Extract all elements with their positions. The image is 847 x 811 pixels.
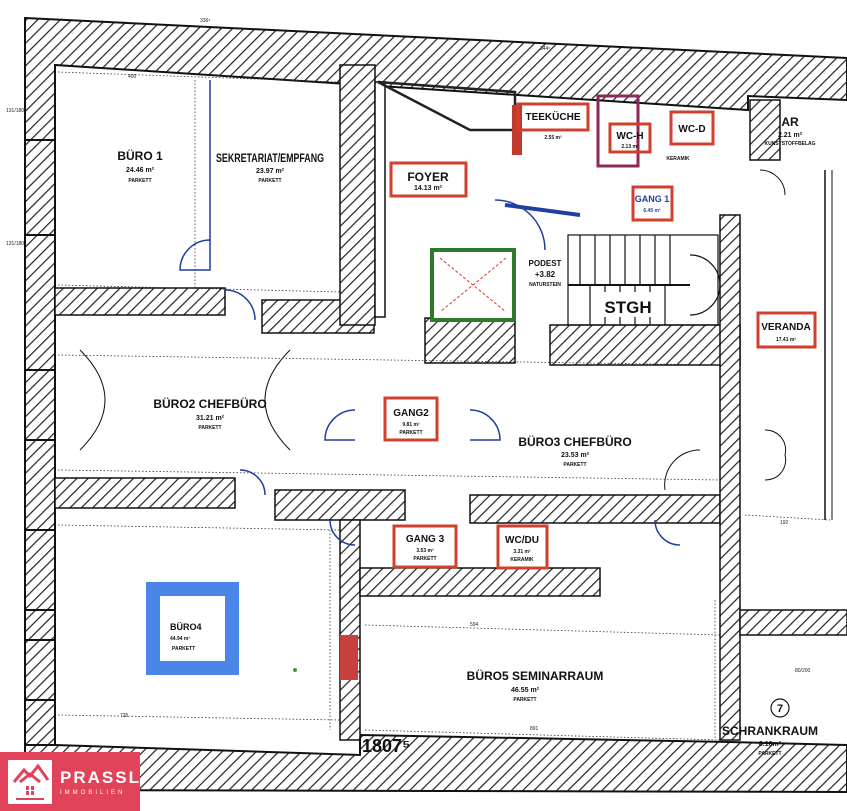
svg-text:336⁵: 336⁵: [200, 18, 210, 24]
svg-text:SCHRANKRAUM: SCHRANKRAUM: [722, 724, 818, 738]
room-gang2: GANG2 9.81 m² PARKETT: [383, 396, 439, 442]
house-icon: [8, 759, 52, 804]
svg-text:TEEKÜCHE: TEEKÜCHE: [525, 110, 580, 123]
svg-text:80/200: 80/200: [795, 668, 811, 674]
room-sekretariat: SEKRETARIAT/EMPFANG 23.97 m² PARKETT: [216, 151, 324, 184]
room-schrankraum: 7 SCHRANKRAUM 8.10m² PARKETT: [722, 698, 818, 757]
svg-text:131/180: 131/180: [6, 108, 24, 114]
room-buero2: BÜRO2 CHEFBÜRO 31.21 m² PARKETT: [153, 396, 266, 431]
room-buero5: BÜRO5 SEMINARRAUM 46.55 m² PARKETT: [467, 668, 604, 703]
svg-text:WC-H: WC-H: [616, 131, 643, 142]
svg-text:594: 594: [470, 622, 479, 628]
svg-text:44.94 m²: 44.94 m²: [170, 636, 190, 642]
room-gang1: GANG 1 6.45 m²: [631, 185, 674, 222]
svg-text:BÜRO4: BÜRO4: [170, 622, 202, 632]
svg-text:14.13 m²: 14.13 m²: [414, 185, 443, 192]
logo-brand: PRASSL: [60, 767, 141, 787]
svg-text:SEKRETARIAT/EMPFANG: SEKRETARIAT/EMPFANG: [216, 151, 324, 165]
svg-text:1807⁵: 1807⁵: [362, 736, 411, 756]
svg-text:STGH: STGH: [604, 298, 651, 317]
svg-text:891: 891: [530, 726, 539, 732]
svg-text:23.97 m²: 23.97 m²: [256, 168, 285, 175]
svg-text:BÜRO2 CHEFBÜRO: BÜRO2 CHEFBÜRO: [153, 396, 266, 411]
svg-text:GANG 1: GANG 1: [635, 194, 670, 204]
room-buero4-selected[interactable]: BÜRO4 44.94 m² PARKETT: [146, 582, 239, 675]
room-teekueche: TEEKÜCHE 2.55 m²: [516, 102, 590, 141]
svg-text:PARKETT: PARKETT: [563, 462, 586, 468]
svg-text:GANG2: GANG2: [393, 408, 429, 419]
dimension-lines: [57, 71, 831, 741]
svg-text:2.55 m²: 2.55 m²: [544, 135, 562, 141]
svg-text:KUNSTSTOFFBELAG: KUNSTSTOFFBELAG: [764, 141, 815, 147]
svg-text:BÜRO3 CHEFBÜRO: BÜRO3 CHEFBÜRO: [518, 434, 631, 449]
room-foyer: FOYER 14.13 m²: [389, 161, 468, 198]
svg-text:PARKETT: PARKETT: [128, 178, 151, 184]
svg-text:7: 7: [777, 703, 783, 715]
svg-text:9.81 m²: 9.81 m²: [402, 422, 420, 428]
dimension-labels: 1807⁵ 336⁵ 344⁵ 131/180 131/180 192 80/2…: [6, 18, 811, 756]
svg-text:6.45 m²: 6.45 m²: [643, 208, 661, 214]
svg-text:PARKETT: PARKETT: [758, 751, 781, 757]
svg-text:192: 192: [780, 520, 789, 526]
svg-text:131/180: 131/180: [6, 241, 24, 247]
svg-text:17.41 m²: 17.41 m²: [776, 337, 796, 343]
prassl-logo: PRASSL IMMOBILIEN: [0, 752, 140, 811]
svg-text:BÜRO5 SEMINARRAUM: BÜRO5 SEMINARRAUM: [467, 668, 604, 683]
svg-text:PARKETT: PARKETT: [513, 697, 536, 703]
svg-text:KERAMIK: KERAMIK: [510, 557, 534, 563]
svg-text:NATURSTEIN: NATURSTEIN: [529, 282, 561, 288]
svg-text:+3.82: +3.82: [535, 270, 556, 279]
svg-text:31.21 m²: 31.21 m²: [196, 415, 225, 422]
staircase: [567, 234, 721, 326]
svg-text:PARKETT: PARKETT: [258, 178, 281, 184]
room-wc-d: WC-D KERAMIK: [666, 110, 715, 162]
doors-black: [79, 169, 787, 491]
room-podest: PODEST +3.82 NATURSTEIN: [529, 259, 562, 288]
svg-text:PARKETT: PARKETT: [172, 646, 195, 652]
interior-walls: [54, 64, 847, 741]
svg-text:400: 400: [128, 74, 137, 80]
room-wc-du: WC/DU 3.31 m² KERAMIK: [496, 524, 549, 570]
svg-text:WC-D: WC-D: [678, 124, 705, 135]
svg-text:PARKETT: PARKETT: [198, 425, 221, 431]
svg-text:KERAMIK: KERAMIK: [666, 156, 690, 162]
svg-text:23.53 m²: 23.53 m²: [561, 452, 590, 459]
svg-text:2.21 m²: 2.21 m²: [778, 132, 803, 139]
wc-h-walls: [596, 94, 640, 168]
svg-text:24.46 m²: 24.46 m²: [126, 167, 155, 174]
svg-text:BÜRO 1: BÜRO 1: [117, 148, 163, 163]
room-gang3: GANG 3 3.53 m² PARKETT: [392, 524, 458, 569]
room-ar: AR 2.21 m² KUNSTSTOFFBELAG: [764, 115, 815, 147]
room-veranda: VERANDA 17.41 m²: [756, 311, 817, 349]
svg-text:PODEST: PODEST: [529, 259, 562, 268]
svg-text:PARKETT: PARKETT: [413, 556, 436, 562]
chimney: [340, 635, 358, 680]
room-buero3: BÜRO3 CHEFBÜRO 23.53 m² PARKETT: [518, 434, 631, 468]
logo-sub: IMMOBILIEN: [60, 789, 126, 796]
svg-text:344⁵: 344⁵: [540, 46, 550, 52]
room-wc-h: WC-H 2.13 m²: [608, 122, 652, 154]
room-buero1: BÜRO 1 24.46 m² PARKETT: [117, 148, 163, 184]
svg-text:FOYER: FOYER: [407, 170, 449, 184]
svg-text:WC/DU: WC/DU: [505, 535, 539, 546]
svg-text:VERANDA: VERANDA: [761, 322, 810, 333]
svg-text:AR: AR: [781, 115, 799, 129]
exterior-walls: [24, 16, 847, 794]
svg-text:3.53 m²: 3.53 m²: [416, 548, 434, 554]
svg-text:3.31 m²: 3.31 m²: [513, 549, 531, 555]
svg-text:PARKETT: PARKETT: [399, 430, 422, 436]
svg-text:8.10m²: 8.10m²: [759, 741, 782, 748]
svg-text:46.55 m²: 46.55 m²: [511, 687, 540, 694]
svg-text:725: 725: [120, 713, 129, 719]
doors: [179, 199, 681, 546]
svg-text:2.13 m²: 2.13 m²: [621, 144, 639, 150]
svg-text:GANG 3: GANG 3: [406, 534, 445, 545]
room-stgh: STGH: [598, 292, 658, 317]
